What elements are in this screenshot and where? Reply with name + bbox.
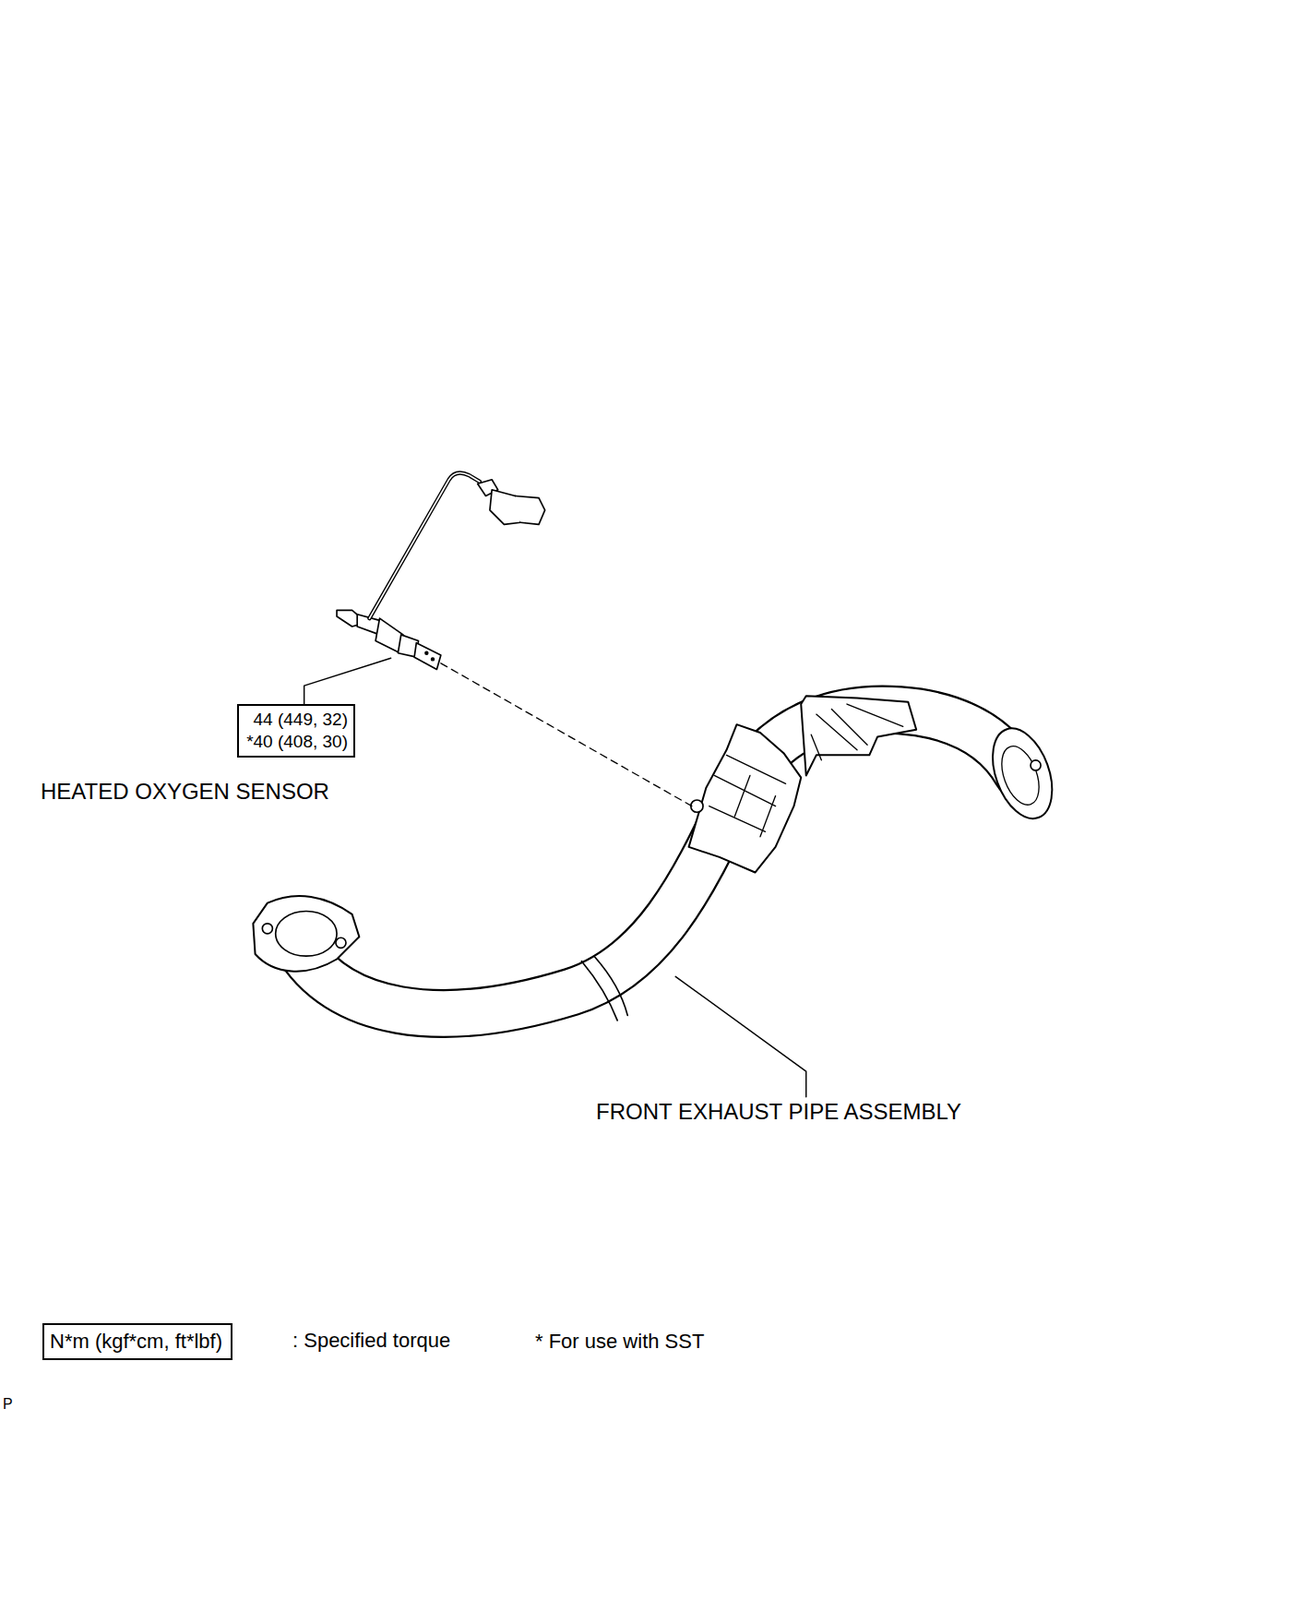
- legend-torque-box: N*m (kgf*cm, ft*lbf): [42, 1322, 233, 1360]
- part-name: HEATED OXYGEN SENSOR: [40, 778, 330, 806]
- part-name: FRONT EXHAUST PIPE ASSEMBLY: [595, 1098, 962, 1126]
- note-text: : Specified torque: [292, 1328, 451, 1353]
- note-text: * For use with SST: [535, 1329, 704, 1354]
- node-text: 44 (449, 32): [244, 708, 348, 731]
- node-text: N*m (kgf*cm, ft*lbf): [49, 1328, 226, 1355]
- node-text: *40 (408, 30): [244, 730, 348, 753]
- note-text: P: [2, 1394, 13, 1413]
- torque-spec-box: 44 (449, 32)*40 (408, 30): [237, 703, 356, 758]
